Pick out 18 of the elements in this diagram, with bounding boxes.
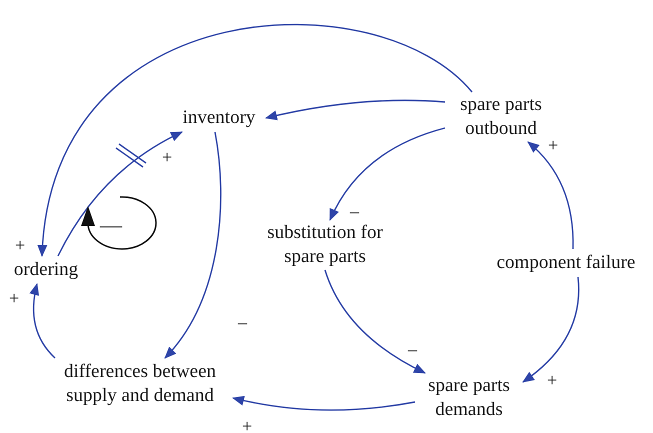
causal-link-arrow [38, 24, 472, 257]
variable-label: inventory [182, 106, 256, 130]
variable-label: substitution for spare parts [266, 221, 384, 269]
causal-link-arrow [522, 276, 580, 383]
variable-label: spare parts outbound [459, 93, 543, 141]
causal-link-arrow [232, 396, 416, 411]
variable-label: component failure [496, 251, 636, 275]
causal-link-arrow [164, 132, 222, 359]
causal-link-arrow [30, 283, 56, 358]
loop-polarity-sign: — [100, 214, 122, 236]
variable-label: differences between supply and demand [62, 360, 218, 408]
variable-label: ordering [14, 258, 78, 282]
variable-label: spare parts demands [427, 374, 511, 422]
causal-link-arrow [265, 100, 446, 120]
causal-link-arrow [329, 127, 446, 221]
causal-link-arrow [57, 131, 183, 256]
causal-link-arrow [527, 141, 574, 249]
causal-link-arrow [324, 270, 426, 374]
